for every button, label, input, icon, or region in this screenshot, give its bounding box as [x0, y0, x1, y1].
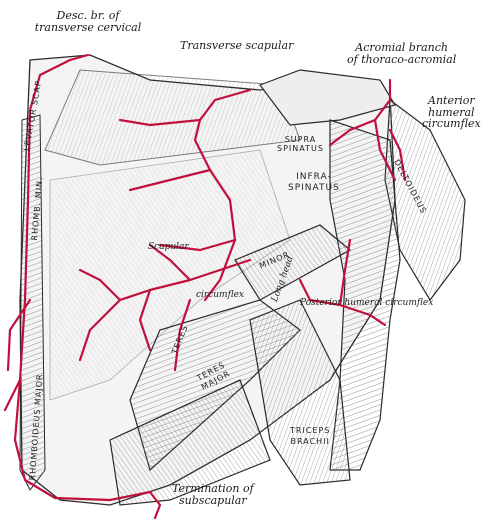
posterior-humeral-label: Posterior humeral circumflex [300, 298, 434, 308]
triceps-label: TRICEPS BRACHII [290, 425, 330, 447]
triceps-line2: BRACHII [290, 437, 330, 447]
rhomboid-strip [19, 114, 46, 491]
acromial-branch-label: Acromial branch of thoraco-acromial [347, 42, 456, 65]
arteries [3, 53, 407, 520]
acromial-branch-line2: of thoraco-acromial [347, 52, 457, 66]
supraspinatus-label: SUPRA SPINATUS [277, 135, 324, 153]
desc-branch-line2: transverse cervical [34, 20, 142, 34]
transverse-scapular-label: Transverse scapular [180, 40, 293, 52]
lower-muscle-bundle [109, 379, 271, 506]
termination-line2: subscapular [179, 493, 247, 507]
supra-line2: SPINATUS [277, 144, 324, 154]
circumflex-label: circumflex [196, 290, 244, 300]
anterior-humeral-label: Anterior humeral circumflex [422, 95, 481, 130]
acromial-branch-line1: Acromial branch [355, 41, 448, 54]
transverse-scapular-text: Transverse scapular [180, 39, 294, 52]
infraspinatus-label: INFRA- SPINATUS [288, 172, 340, 194]
desc-branch-label: Desc. br. of transverse cervical [28, 10, 148, 33]
desc-branch-line1: Desc. br. of [56, 9, 120, 22]
anterior-humeral-line1: Anterior [428, 94, 475, 107]
triceps-muscle [249, 299, 351, 486]
supra-line1: SUPRA [284, 135, 317, 144]
termination-line1: Termination of [172, 482, 254, 495]
termination-label: Termination of subscapular [172, 483, 254, 506]
infra-line2: SPINATUS [288, 182, 340, 193]
teres-minor-muscle [234, 224, 352, 301]
infraspinatus-muscle [49, 149, 291, 401]
anterior-humeral-line3: circumflex [422, 117, 481, 131]
triceps-line1: TRICEPS [290, 426, 331, 435]
scapular-label: Scapular [148, 242, 189, 252]
infra-line1: INFRA- [296, 172, 332, 182]
anterior-humeral-line2: humeral [428, 105, 475, 119]
